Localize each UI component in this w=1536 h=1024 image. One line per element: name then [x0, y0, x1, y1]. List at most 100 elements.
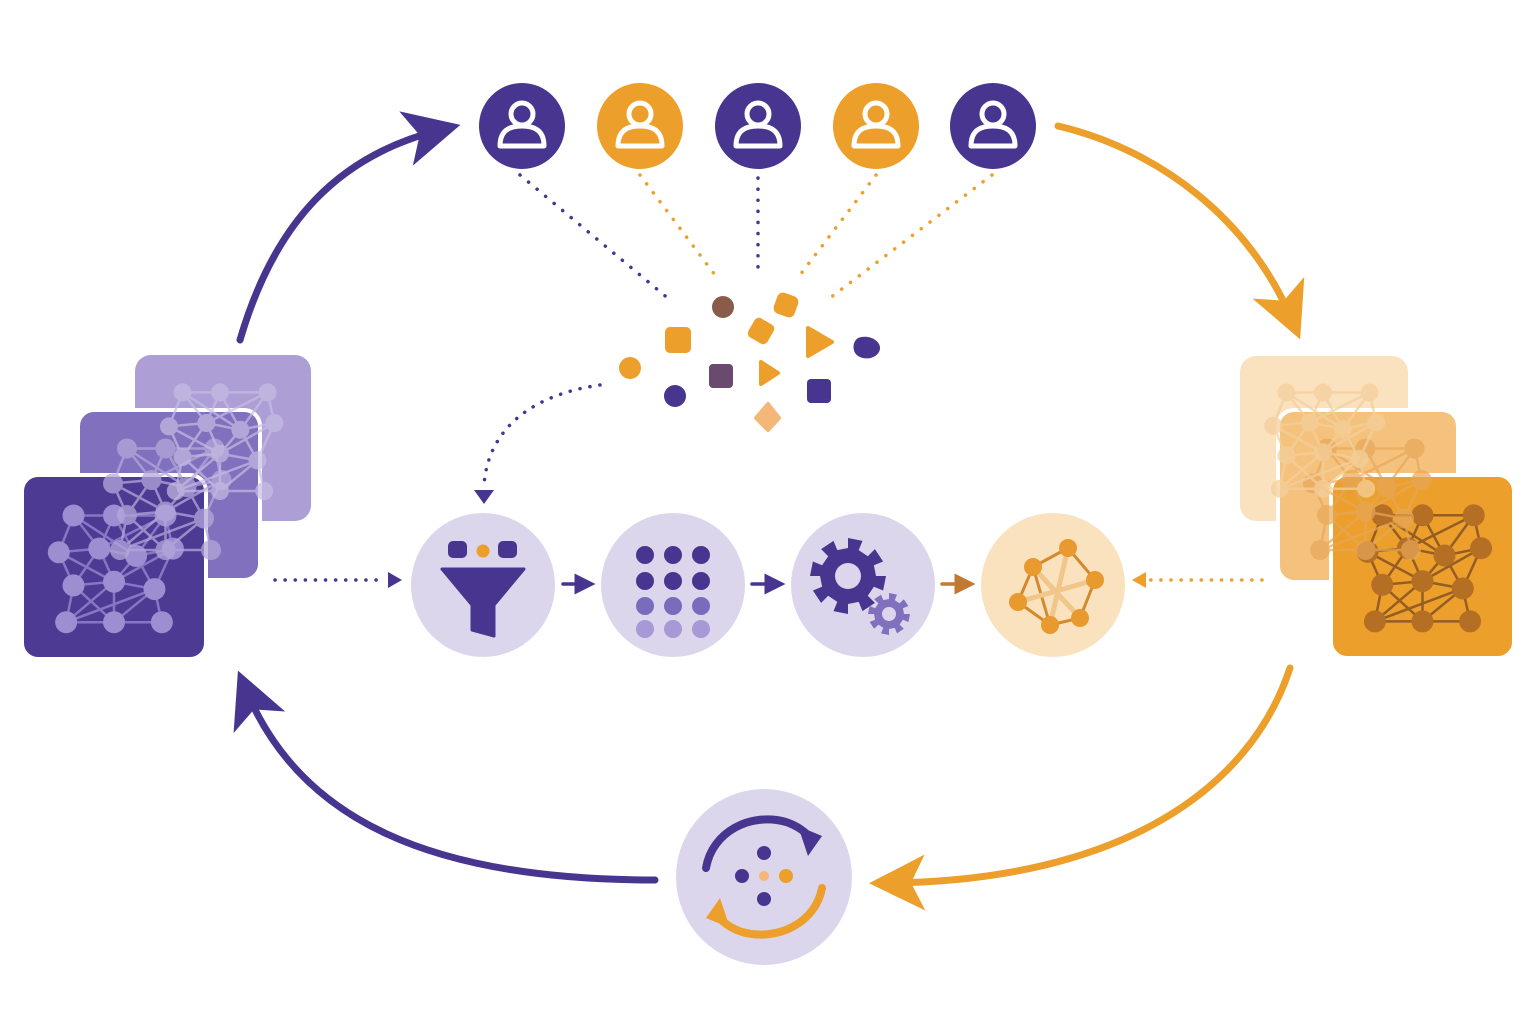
network-icon	[1009, 539, 1104, 634]
data-point	[773, 292, 799, 318]
network-node	[1277, 446, 1296, 465]
feedback-data-cloud	[619, 292, 880, 432]
network-node	[110, 540, 130, 560]
network-node	[103, 570, 125, 593]
network-node	[1041, 616, 1059, 634]
network-node	[1059, 539, 1077, 557]
network-node	[1363, 610, 1386, 633]
right-model-to-output-arrowhead	[1132, 572, 1146, 588]
network-node	[1404, 438, 1425, 459]
network-node	[1355, 540, 1376, 560]
grid-dot	[636, 597, 654, 615]
data-point	[709, 364, 733, 388]
network-node	[166, 482, 185, 500]
left-model-stack	[20, 355, 311, 661]
network-node	[231, 420, 250, 439]
gears-icon	[810, 538, 910, 635]
network-node	[155, 540, 176, 560]
user-icon	[851, 100, 901, 149]
network-node	[47, 541, 70, 564]
network-node	[117, 438, 137, 459]
pipeline	[411, 513, 1125, 657]
neural-network-icon	[160, 383, 284, 500]
arc-arrow-left-up	[236, 111, 461, 344]
network-node	[62, 504, 85, 527]
user-avatar	[479, 83, 565, 169]
data-point	[806, 326, 834, 358]
model-to-filter-arrowhead	[388, 572, 402, 588]
user-avatar	[833, 83, 919, 169]
user-feedback-lines	[518, 173, 994, 302]
network-node	[141, 470, 162, 490]
network-node	[155, 501, 176, 522]
network-node	[1310, 540, 1330, 560]
network-node	[1360, 383, 1379, 402]
network-node	[1341, 470, 1362, 490]
user-icon	[968, 100, 1018, 149]
data-point	[665, 327, 691, 353]
data-point	[759, 360, 780, 386]
network-node	[143, 578, 166, 601]
network-node	[155, 438, 176, 459]
network-node	[1371, 573, 1394, 596]
network-node	[1355, 501, 1376, 522]
data-to-filter-arrowhead	[474, 490, 494, 504]
network-node	[1071, 609, 1089, 627]
grid-dot	[664, 572, 682, 590]
network-node	[1009, 593, 1027, 611]
network-node	[194, 508, 214, 529]
data-point	[853, 336, 880, 359]
network-node	[1470, 537, 1493, 560]
network-node	[1333, 420, 1352, 439]
grid-dot	[692, 597, 710, 615]
user-avatar	[715, 83, 801, 169]
grid-dot	[692, 572, 710, 590]
network-node	[1300, 413, 1319, 432]
grid-dot	[664, 546, 682, 564]
network-node	[1411, 570, 1434, 593]
cycle-node	[676, 789, 852, 965]
network-node	[1451, 577, 1474, 600]
dot-grid-icon	[636, 546, 710, 638]
network-node	[258, 383, 277, 402]
output-model-stage	[981, 513, 1125, 657]
data-point	[619, 357, 641, 379]
network-node	[160, 417, 178, 436]
network-node	[211, 482, 229, 500]
network-node	[173, 383, 192, 402]
grid-dot	[636, 572, 654, 590]
data-to-filter-line	[482, 383, 602, 487]
funnel-icon	[440, 541, 526, 638]
grid-dot	[692, 546, 710, 564]
network-node	[103, 473, 123, 494]
user-icon	[733, 100, 783, 149]
grid-dot	[636, 620, 654, 638]
network-node	[1314, 383, 1332, 402]
network-node	[1350, 449, 1369, 468]
network-node	[1367, 413, 1386, 432]
network-node	[1462, 504, 1485, 527]
refresh-cycle-icon	[702, 815, 826, 939]
grid-dot	[636, 546, 654, 564]
arc-arrow-bottom-right	[869, 664, 1294, 911]
user-avatars	[479, 83, 1036, 169]
network-node	[1394, 508, 1414, 529]
network-node	[1024, 558, 1042, 576]
network-node	[211, 444, 229, 463]
network-node	[1086, 571, 1104, 589]
network-node	[255, 482, 274, 500]
network-node	[1459, 610, 1482, 633]
network-node	[1411, 504, 1434, 527]
grid-dot	[664, 597, 682, 615]
data-point	[664, 385, 686, 407]
network-node	[1314, 443, 1332, 462]
network-node	[173, 448, 192, 466]
network-node	[1401, 540, 1421, 560]
network-node	[1264, 416, 1283, 435]
data-point	[807, 379, 831, 403]
network-node	[1411, 610, 1434, 633]
grid-dot	[664, 620, 682, 638]
network-node	[1357, 479, 1376, 498]
neural-network-icon	[1264, 383, 1386, 498]
